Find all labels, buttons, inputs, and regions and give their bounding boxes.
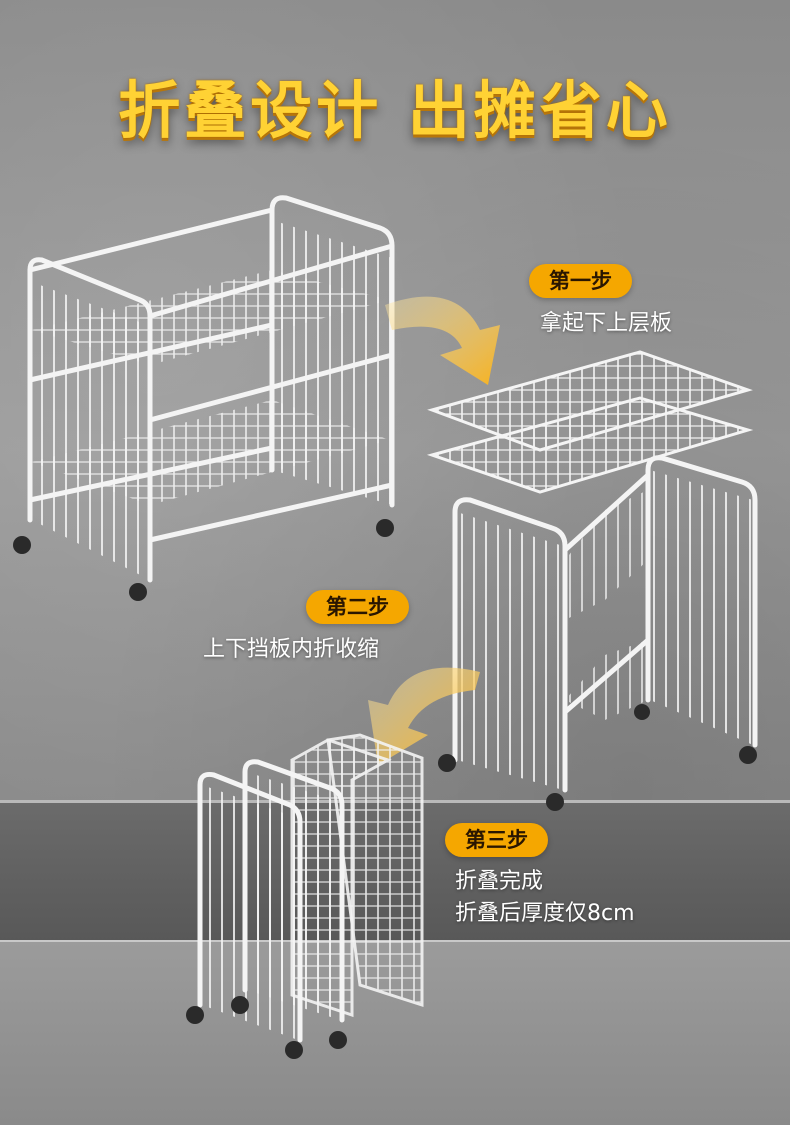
headline: 折叠设计 出摊省心 [118,74,672,147]
step-1-badge: 第一步 [529,264,632,298]
step-2-badge: 第二步 [306,590,409,624]
folded-cart [186,733,424,1059]
step-1-text: 拿起下上层板 [540,308,672,340]
step-3-line-1: 折叠完成 [455,869,544,894]
step-2-text: 上下挡板内折收缩 [203,634,379,666]
step-3-line-2: 折叠后厚度仅8cm [455,901,635,926]
step-3-badge: 第三步 [445,823,548,857]
step-3-text: 折叠完成 折叠后厚度仅8cm [455,866,635,930]
cart-wheel [13,519,394,601]
removed-shelf-boards [426,350,754,494]
step-2-line: 上下挡板内折收缩 [203,637,380,662]
step-1-line: 拿起下上层板 [540,311,673,336]
cart-wheel [438,704,757,811]
curved-arrow-icon [368,667,480,765]
curved-arrow-icon [385,296,500,385]
